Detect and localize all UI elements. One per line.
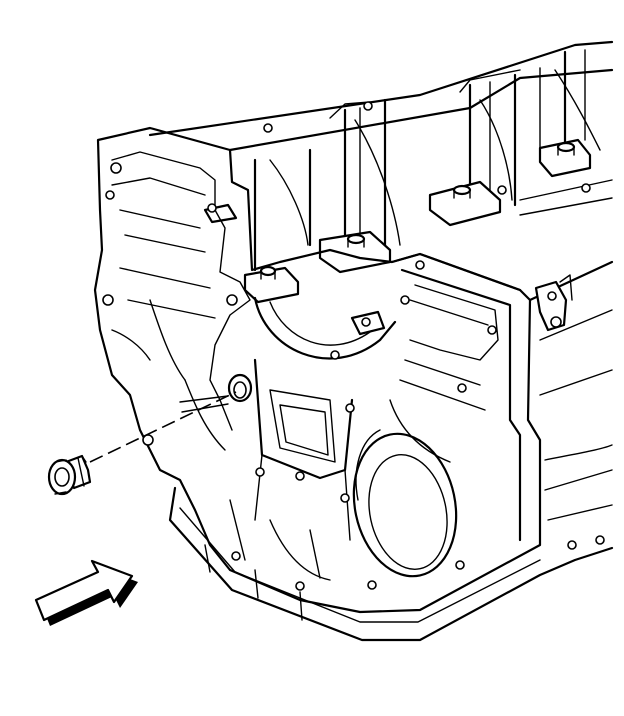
block-front-face bbox=[93, 126, 542, 614]
crank-bore bbox=[253, 296, 397, 360]
center-web bbox=[253, 358, 355, 541]
crankcase-walls bbox=[253, 49, 601, 272]
plug-hole bbox=[179, 373, 253, 413]
plug-icon bbox=[47, 454, 92, 496]
main-bearing-caps bbox=[203, 138, 592, 304]
installation-path-line bbox=[89, 391, 237, 463]
block-deck bbox=[148, 40, 614, 216]
engine-block-icon bbox=[93, 40, 614, 642]
block-right-side bbox=[528, 260, 614, 550]
arrow-right-icon bbox=[34, 559, 138, 626]
lower-bore bbox=[352, 429, 465, 590]
block-lower-rail bbox=[168, 486, 614, 642]
